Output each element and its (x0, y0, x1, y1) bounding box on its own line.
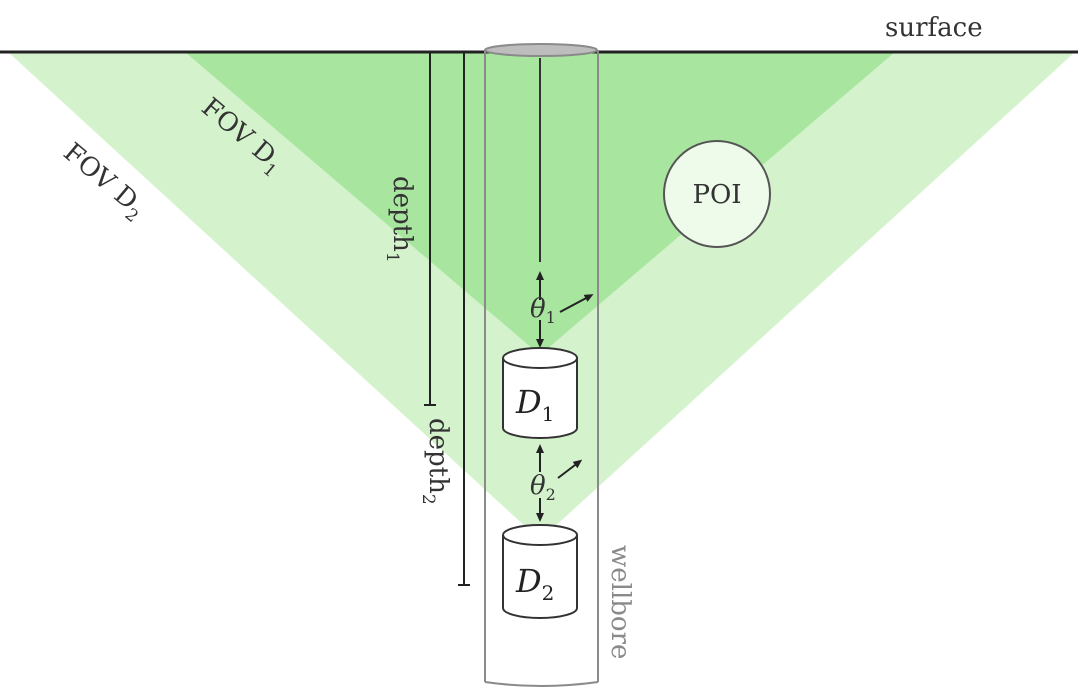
depth2-dimension (458, 51, 470, 586)
depth1-label: depth1 (382, 176, 417, 263)
poi-circle (663, 140, 771, 248)
depth1-dimension (424, 51, 436, 406)
detector-d1 (502, 347, 578, 439)
wellbore-label: wellbore (605, 545, 635, 659)
surface-label: surface (885, 13, 983, 43)
detector-d2 (502, 524, 578, 619)
d2-label: D2 (515, 562, 554, 605)
d1-label: D1 (515, 383, 554, 426)
depth2-label: depth2 (418, 418, 453, 505)
theta1-arrows (536, 271, 594, 348)
theta2-label: θ2 (530, 471, 556, 504)
poi-label: POI (692, 180, 741, 210)
theta1-label: θ1 (530, 294, 556, 327)
theta2-arrows (536, 444, 583, 522)
wellbore (484, 43, 599, 687)
